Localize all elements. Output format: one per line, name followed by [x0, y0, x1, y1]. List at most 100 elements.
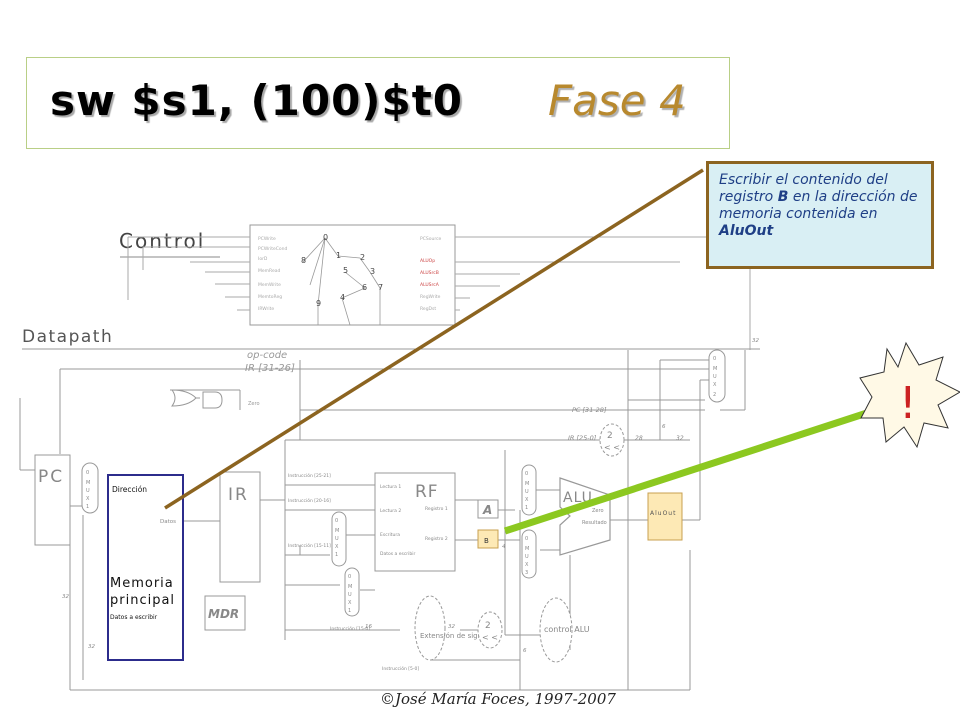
svg-text:U: U — [335, 536, 339, 542]
field-25-21: Instrucción [25-21] — [288, 472, 331, 479]
bus-width-6: 6 — [523, 648, 527, 654]
register-file: RF Lectura 1 Lectura 2 Escritura Datos a… — [374, 472, 456, 572]
svg-text:1: 1 — [525, 505, 528, 511]
rf-write-data-port: Datos a escribir — [380, 551, 415, 557]
memory-data-out-port: Datos — [160, 519, 176, 525]
svg-text:1: 1 — [336, 251, 341, 260]
svg-text:PCWriteCond: PCWriteCond — [258, 246, 287, 252]
svg-text:1: 1 — [335, 552, 338, 558]
svg-text:2: 2 — [713, 392, 716, 398]
alu-control: control ALU — [539, 597, 590, 663]
memory-write-data-port: Datos a escribir — [110, 614, 158, 621]
control-unit-box — [249, 224, 456, 326]
bus-width-32-c: 32 — [448, 624, 455, 630]
rf-label: RF — [415, 482, 439, 502]
bus-width-16: 16 — [365, 624, 372, 630]
sign-extend-label: Extensión de signo — [420, 632, 486, 640]
datapath-wires — [19, 350, 746, 691]
field-20-16: Instrucción [20-16] — [288, 497, 331, 504]
svg-text:0: 0 — [348, 574, 351, 580]
title-box — [26, 57, 730, 149]
svg-text:X: X — [348, 600, 352, 606]
callout-text-2: en la dirección de memoria contenida en — [719, 189, 918, 222]
svg-text:PCWrite: PCWrite — [258, 236, 276, 242]
shift-amount-top: 2 — [607, 431, 613, 441]
svg-text:X: X — [335, 544, 339, 550]
svg-text:0: 0 — [86, 470, 89, 476]
field-15-0: Instrucción [15-0] — [330, 625, 370, 632]
main-memory: Dirección Datos Memoria principal Datos … — [107, 474, 184, 661]
memory-label-2: principal — [110, 593, 175, 608]
warning-starburst: ! — [859, 341, 960, 449]
callout-aluout: AluOut — [719, 223, 774, 239]
phase-title: Fase 4 — [548, 76, 686, 125]
svg-text:PCSource: PCSource — [420, 236, 442, 242]
control-label: Control — [119, 229, 205, 253]
svg-text:RegWrite: RegWrite — [420, 294, 441, 300]
opcode-bits-label: IR [31-26] — [245, 363, 295, 374]
svg-text:0: 0 — [713, 356, 716, 362]
width-32-label: 32 — [676, 435, 684, 442]
svg-text:M: M — [525, 546, 529, 552]
svg-text:M: M — [335, 528, 339, 534]
svg-text:M: M — [348, 584, 352, 590]
svg-text:M: M — [713, 366, 717, 372]
alu-zero-port: Zero — [592, 508, 604, 514]
svg-text:0: 0 — [525, 536, 528, 542]
mdr-label: MDR — [208, 607, 239, 621]
register-b-label: B — [484, 537, 489, 545]
alu-result-port: Resultado — [582, 520, 607, 526]
datapath-label: Datapath — [22, 327, 113, 347]
zero-flag-label: Zero — [248, 401, 260, 407]
shift-left-bottom: 2 < < — [477, 611, 503, 649]
svg-text:ALUOp: ALUOp — [420, 258, 435, 264]
svg-text:0: 0 — [323, 233, 328, 242]
svg-text:U: U — [348, 592, 352, 598]
ir-jump-bits-label: IR [25-0] — [568, 434, 597, 442]
svg-text:MemWrite: MemWrite — [258, 282, 281, 288]
svg-text:RegDst: RegDst — [420, 306, 436, 312]
alu: ALU Zero Resultado — [559, 477, 611, 556]
callout-pointer-line — [164, 168, 704, 510]
field-5-0: Instrucción [5-0] — [382, 665, 419, 672]
svg-text:8: 8 — [301, 256, 306, 265]
field-15-11: Instrucción [15-11] — [288, 542, 331, 549]
svg-text:ALUSrcA: ALUSrcA — [420, 282, 440, 288]
shift-symbol-top: < < — [604, 443, 620, 452]
ir-label: IR — [228, 485, 249, 505]
pc-upper-bits-label: PC [31-28] — [572, 406, 607, 414]
slide-title: sw $s1, (100)$t0 — [50, 76, 464, 125]
svg-text:X: X — [713, 382, 717, 388]
svg-text:X: X — [525, 562, 529, 568]
register-a: A — [477, 499, 499, 519]
svg-text:1: 1 — [348, 608, 351, 614]
branch-gates — [171, 389, 223, 409]
svg-text:9: 9 — [316, 299, 321, 308]
svg-text:IorD: IorD — [258, 256, 268, 262]
svg-text:U: U — [86, 488, 90, 494]
bus-width-26: 6 — [662, 424, 666, 430]
bus-width-32-d: 32 — [752, 338, 759, 344]
warning-pointer-line — [503, 408, 872, 535]
callout-text-1: Escribir el contenido del registro — [719, 172, 888, 205]
bus-width-32-a: 32 — [62, 594, 69, 600]
svg-text:ALUSrcB: ALUSrcB — [420, 270, 439, 276]
memory-address-port: Dirección — [112, 485, 147, 494]
svg-text:MemRead: MemRead — [258, 268, 280, 274]
register-a-label: A — [482, 503, 492, 517]
ir-register: IR — [219, 471, 261, 583]
svg-text:MemtoReg: MemtoReg — [258, 294, 282, 300]
shift-symbol-bottom: < < — [482, 633, 498, 642]
svg-text:5: 5 — [343, 266, 348, 275]
shift-left-top: 2 < < — [599, 423, 625, 457]
rf-read1-port: Lectura 1 — [380, 484, 401, 490]
svg-text:7: 7 — [378, 283, 383, 292]
shift-amount-bottom: 2 — [485, 621, 491, 631]
svg-text:M: M — [525, 481, 529, 487]
svg-text:2: 2 — [360, 253, 365, 262]
constant-4: 4 — [502, 544, 506, 550]
svg-text:3: 3 — [525, 570, 528, 576]
exclamation-mark: ! — [899, 378, 917, 429]
